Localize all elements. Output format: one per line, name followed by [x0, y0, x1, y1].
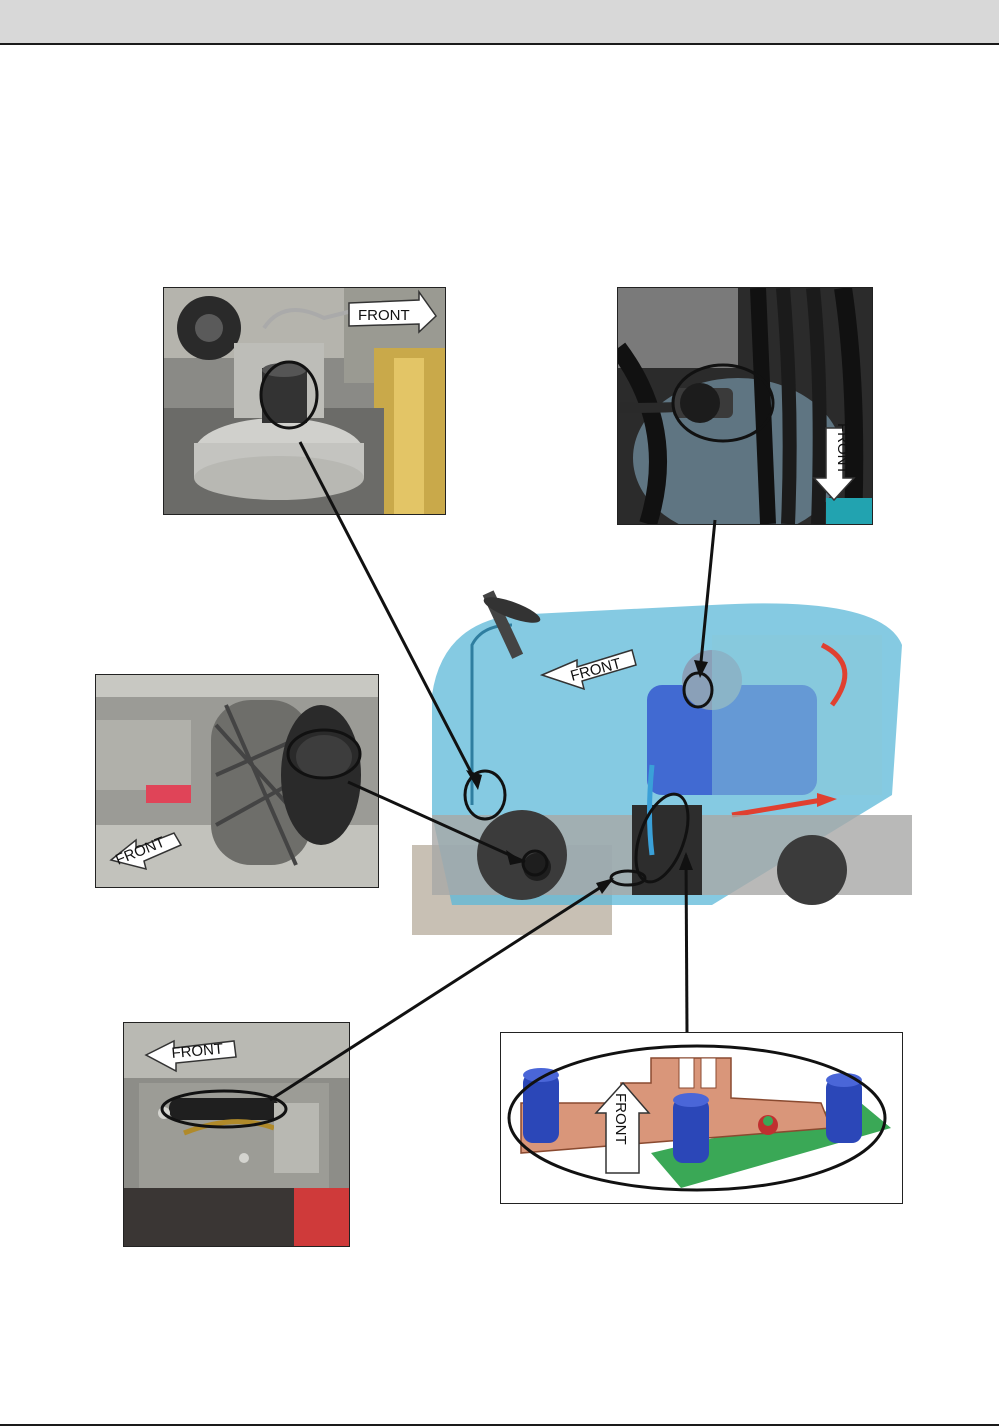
front-arrow-label: FRONT — [834, 423, 851, 475]
valve-bracket-photo: FRONT — [123, 1022, 350, 1247]
page-header-band — [0, 0, 999, 43]
front-arrow-label: FRONT — [612, 1093, 629, 1145]
drive-wheel-photo: FRONT — [95, 674, 379, 888]
front-arrow-label: FRONT — [358, 307, 410, 324]
brush-motor-photo: FRONT — [163, 287, 446, 515]
pump-photo: FRONT — [617, 287, 873, 525]
component-drawing: FRONT — [500, 1032, 903, 1204]
header-rule — [0, 43, 999, 45]
floor-scrubber-cutaway: FRONT — [412, 585, 912, 935]
footer-rule — [0, 1424, 999, 1426]
